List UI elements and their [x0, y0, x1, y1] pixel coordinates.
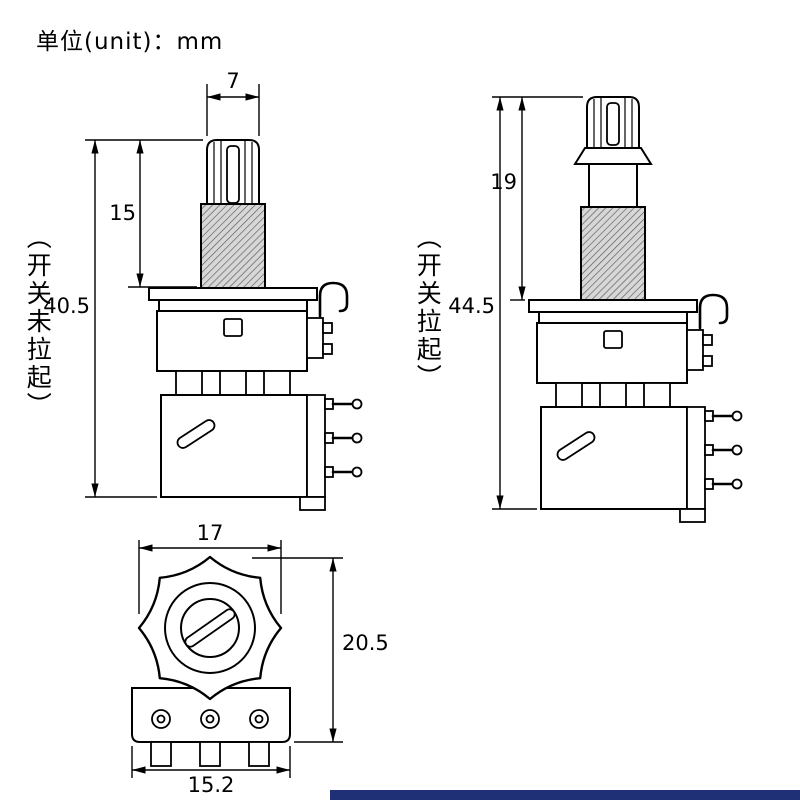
screw-slot	[184, 608, 236, 648]
standoff	[555, 382, 583, 408]
unit-note: 单位(unit)：mm	[36, 29, 224, 55]
top-down-view: 17 20.5 15.2	[131, 521, 389, 797]
switch-terminals	[324, 398, 363, 478]
left-view-caption: （开关未拉起）	[23, 224, 53, 420]
body-hole	[223, 318, 243, 337]
shaft-flange	[573, 147, 653, 165]
smooth-shaft	[588, 163, 638, 208]
hook-terminal-wire	[698, 293, 729, 330]
side-bracket-lower	[306, 394, 326, 498]
left-dim-shaft-width-label: 7	[226, 69, 239, 93]
mounting-plate-2	[158, 299, 308, 312]
switch-terminals	[704, 410, 743, 490]
solder-leg	[150, 741, 172, 767]
solder-leg	[248, 741, 270, 767]
standoff	[219, 370, 247, 396]
standoff	[643, 382, 671, 408]
mounting-plate	[148, 287, 318, 301]
switch-slot	[556, 431, 596, 461]
solder-leg	[199, 741, 221, 767]
top-dim-height-label: 20.5	[342, 631, 389, 655]
standoff	[599, 382, 627, 408]
side-bracket-upper	[306, 317, 324, 359]
switch-slot	[176, 419, 216, 449]
bracket-tooth	[322, 343, 333, 355]
bracket-tooth	[702, 334, 713, 346]
standoff	[263, 370, 291, 396]
right-view-caption: （开关拉起）	[413, 224, 443, 392]
hook-terminal-wire	[318, 281, 349, 318]
top-dim-base-width-label: 15.2	[188, 773, 235, 797]
bracket-tooth	[322, 322, 333, 334]
threaded-bushing	[200, 203, 266, 289]
top-dim-width-label: 17	[197, 521, 224, 545]
bottom-foot	[299, 496, 326, 511]
mounting-plate	[528, 299, 698, 313]
right-side-view: 19 44.5	[448, 96, 743, 523]
bottom-foot	[679, 508, 706, 523]
side-bracket-lower	[686, 406, 706, 510]
shaft-slot	[606, 102, 620, 146]
left-dim-total-height-label: 40.5	[43, 294, 90, 318]
standoff	[175, 370, 203, 396]
left-dim-shaft-height-label: 15	[109, 201, 136, 225]
side-bracket-upper	[686, 329, 704, 371]
base-terminals	[151, 709, 269, 729]
mounting-plate-2	[538, 311, 688, 324]
footer-color-bar	[330, 790, 800, 800]
right-dim-total-height-label: 44.5	[448, 294, 495, 318]
body-hole	[603, 330, 623, 349]
bracket-tooth	[702, 355, 713, 367]
right-dim-shaft-height-label: 19	[490, 170, 517, 194]
left-side-view: 7 15 40.5	[43, 69, 363, 511]
shaft-slot	[226, 145, 240, 204]
threaded-bushing	[580, 206, 646, 301]
